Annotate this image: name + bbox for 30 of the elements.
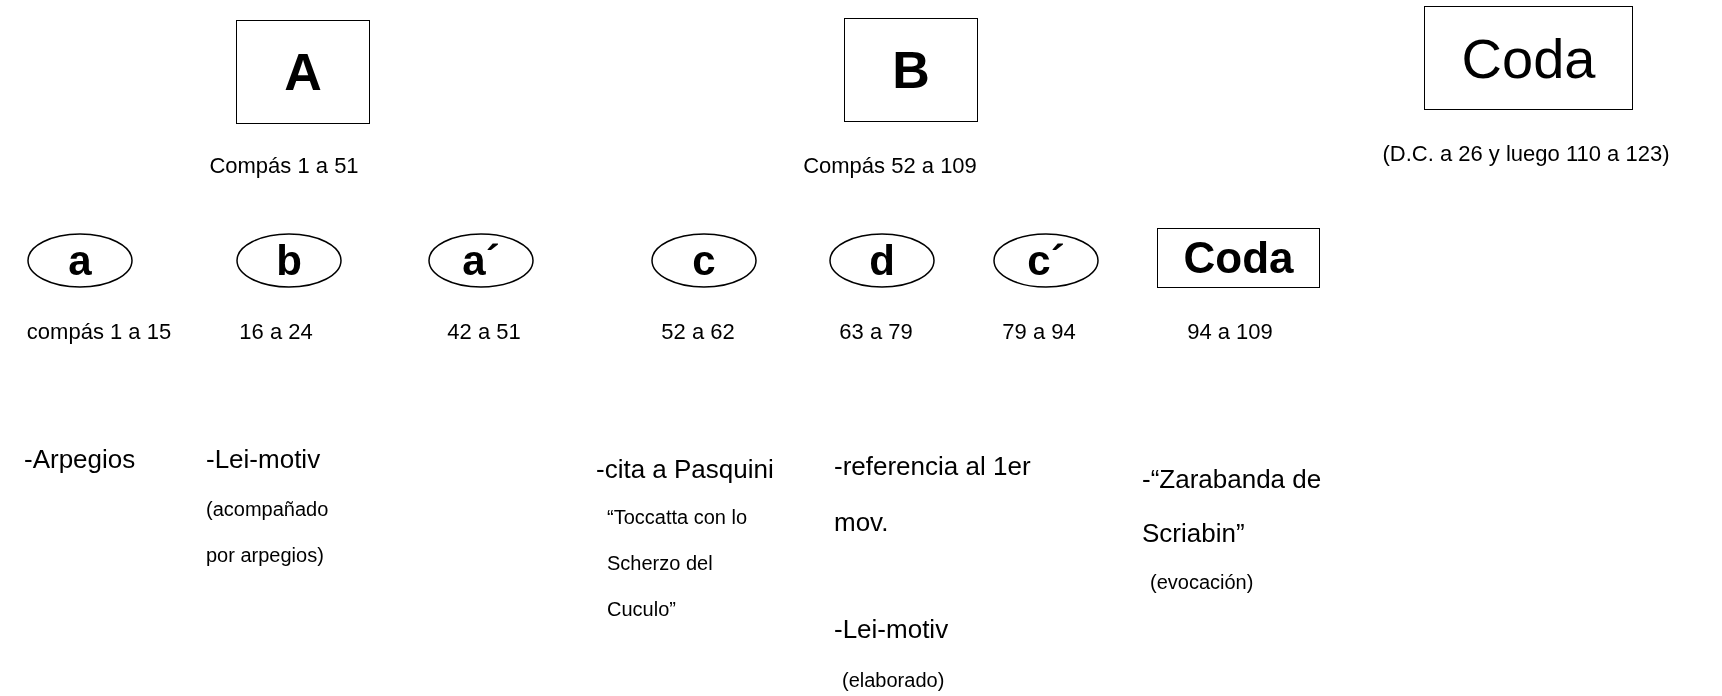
section-ellipse: a	[27, 233, 133, 288]
note-text: -Arpegios	[24, 443, 137, 476]
note-text: -Lei-motiv	[206, 443, 322, 476]
measure-range-text: 42 a 51	[447, 319, 521, 345]
note-text: (acompañado por arpegios)	[206, 497, 330, 568]
section-ellipse: c	[651, 233, 757, 288]
note-text: -cita a Pasquini	[596, 453, 775, 486]
note-text: -referencia al 1er mov.	[834, 450, 1032, 539]
measure-range-text: 79 a 94	[1002, 319, 1076, 345]
measure-range-text: 52 a 62	[661, 319, 735, 345]
measure-range-text: 16 a 24	[239, 319, 313, 345]
section-box: Coda	[1424, 6, 1633, 110]
section-ellipse: b	[236, 233, 342, 288]
section-ellipse: a´	[428, 233, 534, 288]
section-ellipse: d	[829, 233, 935, 288]
note-text: (evocación)	[1150, 570, 1255, 595]
note-text: -Lei-motiv	[834, 613, 950, 646]
measure-range-text: 94 a 109	[1187, 319, 1273, 345]
measure-range-text: compás 1 a 15	[26, 319, 172, 345]
section-box: B	[844, 18, 978, 122]
measure-range-text: 63 a 79	[839, 319, 913, 345]
measure-range-text: (D.C. a 26 y luego 110 a 123)	[1382, 141, 1670, 167]
note-text: -“Zarabanda de Scriabin”	[1142, 463, 1323, 550]
note-text: “Toccatta con lo Scherzo del Cuculo”	[607, 505, 749, 622]
section-ellipse: c´	[993, 233, 1099, 288]
section-box: A	[236, 20, 370, 124]
note-text: (elaborado)	[842, 668, 946, 693]
measure-range-text: Compás 1 a 51	[209, 153, 359, 179]
measure-range-text: Compás 52 a 109	[803, 153, 977, 179]
section-box: Coda	[1157, 228, 1320, 288]
